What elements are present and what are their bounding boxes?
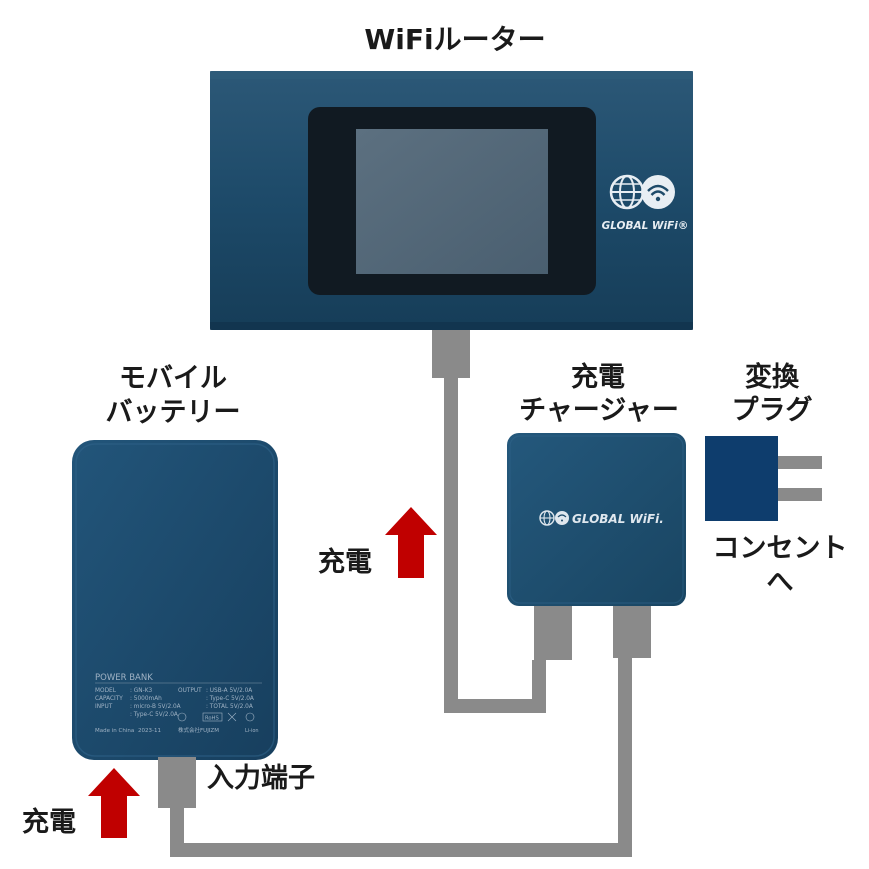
recycle-icon (177, 712, 187, 722)
charger-logo-text: GLOBAL WiFi. (572, 512, 664, 526)
spec-model-key: MODEL (95, 688, 117, 694)
outlet-label-line1: コンセント (712, 533, 848, 564)
spec-input-key: INPUT (95, 704, 113, 710)
spec-capacity-val: : 5000mAh (130, 696, 162, 702)
globe-icon (539, 510, 555, 526)
input-terminal-label: 入力端子 (207, 763, 315, 794)
plug-label-line1: 変換 (745, 362, 799, 393)
charger-battery-cable (170, 658, 632, 857)
router-screen (356, 129, 548, 274)
charger-output-connectors (534, 606, 651, 660)
battery-spec-label: POWER BANK MODEL : GN-K3 CAPACITY : 5000… (95, 673, 262, 734)
wifi-icon (555, 511, 569, 525)
router-charger-cable (444, 378, 546, 713)
cables (170, 378, 632, 857)
plug-prong-top (778, 456, 822, 469)
spec-date: 2023-11 (138, 728, 161, 734)
charger-connector-left (534, 606, 572, 660)
router-usb-connector (432, 330, 470, 378)
spec-output-val2: : Type-C 5V/2.0A (206, 696, 254, 702)
router-label: WiFiルーター (364, 23, 546, 56)
battery-input-connector (158, 757, 196, 808)
spec-input-val2: : Type-C 5V/2.0A (130, 712, 178, 718)
charge-label-battery: 充電 (22, 807, 76, 838)
battery-label-line1: モバイル (119, 363, 227, 394)
spec-input-val1: : micro-B 5V/2.0A (130, 704, 181, 710)
spec-maker: 株式会社FUJIZM (178, 726, 219, 734)
charge-label-router: 充電 (318, 547, 372, 578)
spec-rohs: RoHS (205, 716, 219, 722)
spec-output-val3: : TOTAL 5V/2.0A (206, 704, 253, 710)
arrow-up-icon (385, 507, 437, 578)
outlet-label-line2: へ (766, 567, 794, 598)
router-logo-text: GLOBAL WiFi® (602, 220, 689, 232)
spec-capacity-key: CAPACITY (95, 696, 123, 702)
arrow-up-icon (88, 768, 140, 838)
plug-prong-bottom (778, 488, 822, 501)
wifi-router: GLOBAL WiFi® (210, 71, 693, 330)
battery-label-line2: バッテリー (105, 397, 241, 428)
spec-model-val: : GN-K3 (130, 688, 153, 694)
spec-title: POWER BANK (95, 673, 153, 683)
charger-label-line2: チャージャー (519, 395, 679, 426)
mobile-battery: POWER BANK MODEL : GN-K3 CAPACITY : 5000… (72, 440, 278, 760)
bin-icon (227, 712, 237, 722)
conversion-plug (705, 436, 822, 521)
spec-output-val1: : USB-A 5V/2.0A (206, 688, 252, 694)
plug-label-line2: プラグ (731, 395, 813, 426)
spec-made-in: Made in China (95, 728, 134, 734)
cert-icon (245, 712, 255, 722)
charger: GLOBAL WiFi. (507, 433, 686, 606)
wifi-icon (641, 175, 675, 209)
spec-liion: Li-ion (245, 728, 259, 734)
spec-output-key: OUTPUT (178, 688, 202, 694)
charger-label-line1: 充電 (571, 362, 625, 393)
charger-connector-right (613, 606, 651, 658)
